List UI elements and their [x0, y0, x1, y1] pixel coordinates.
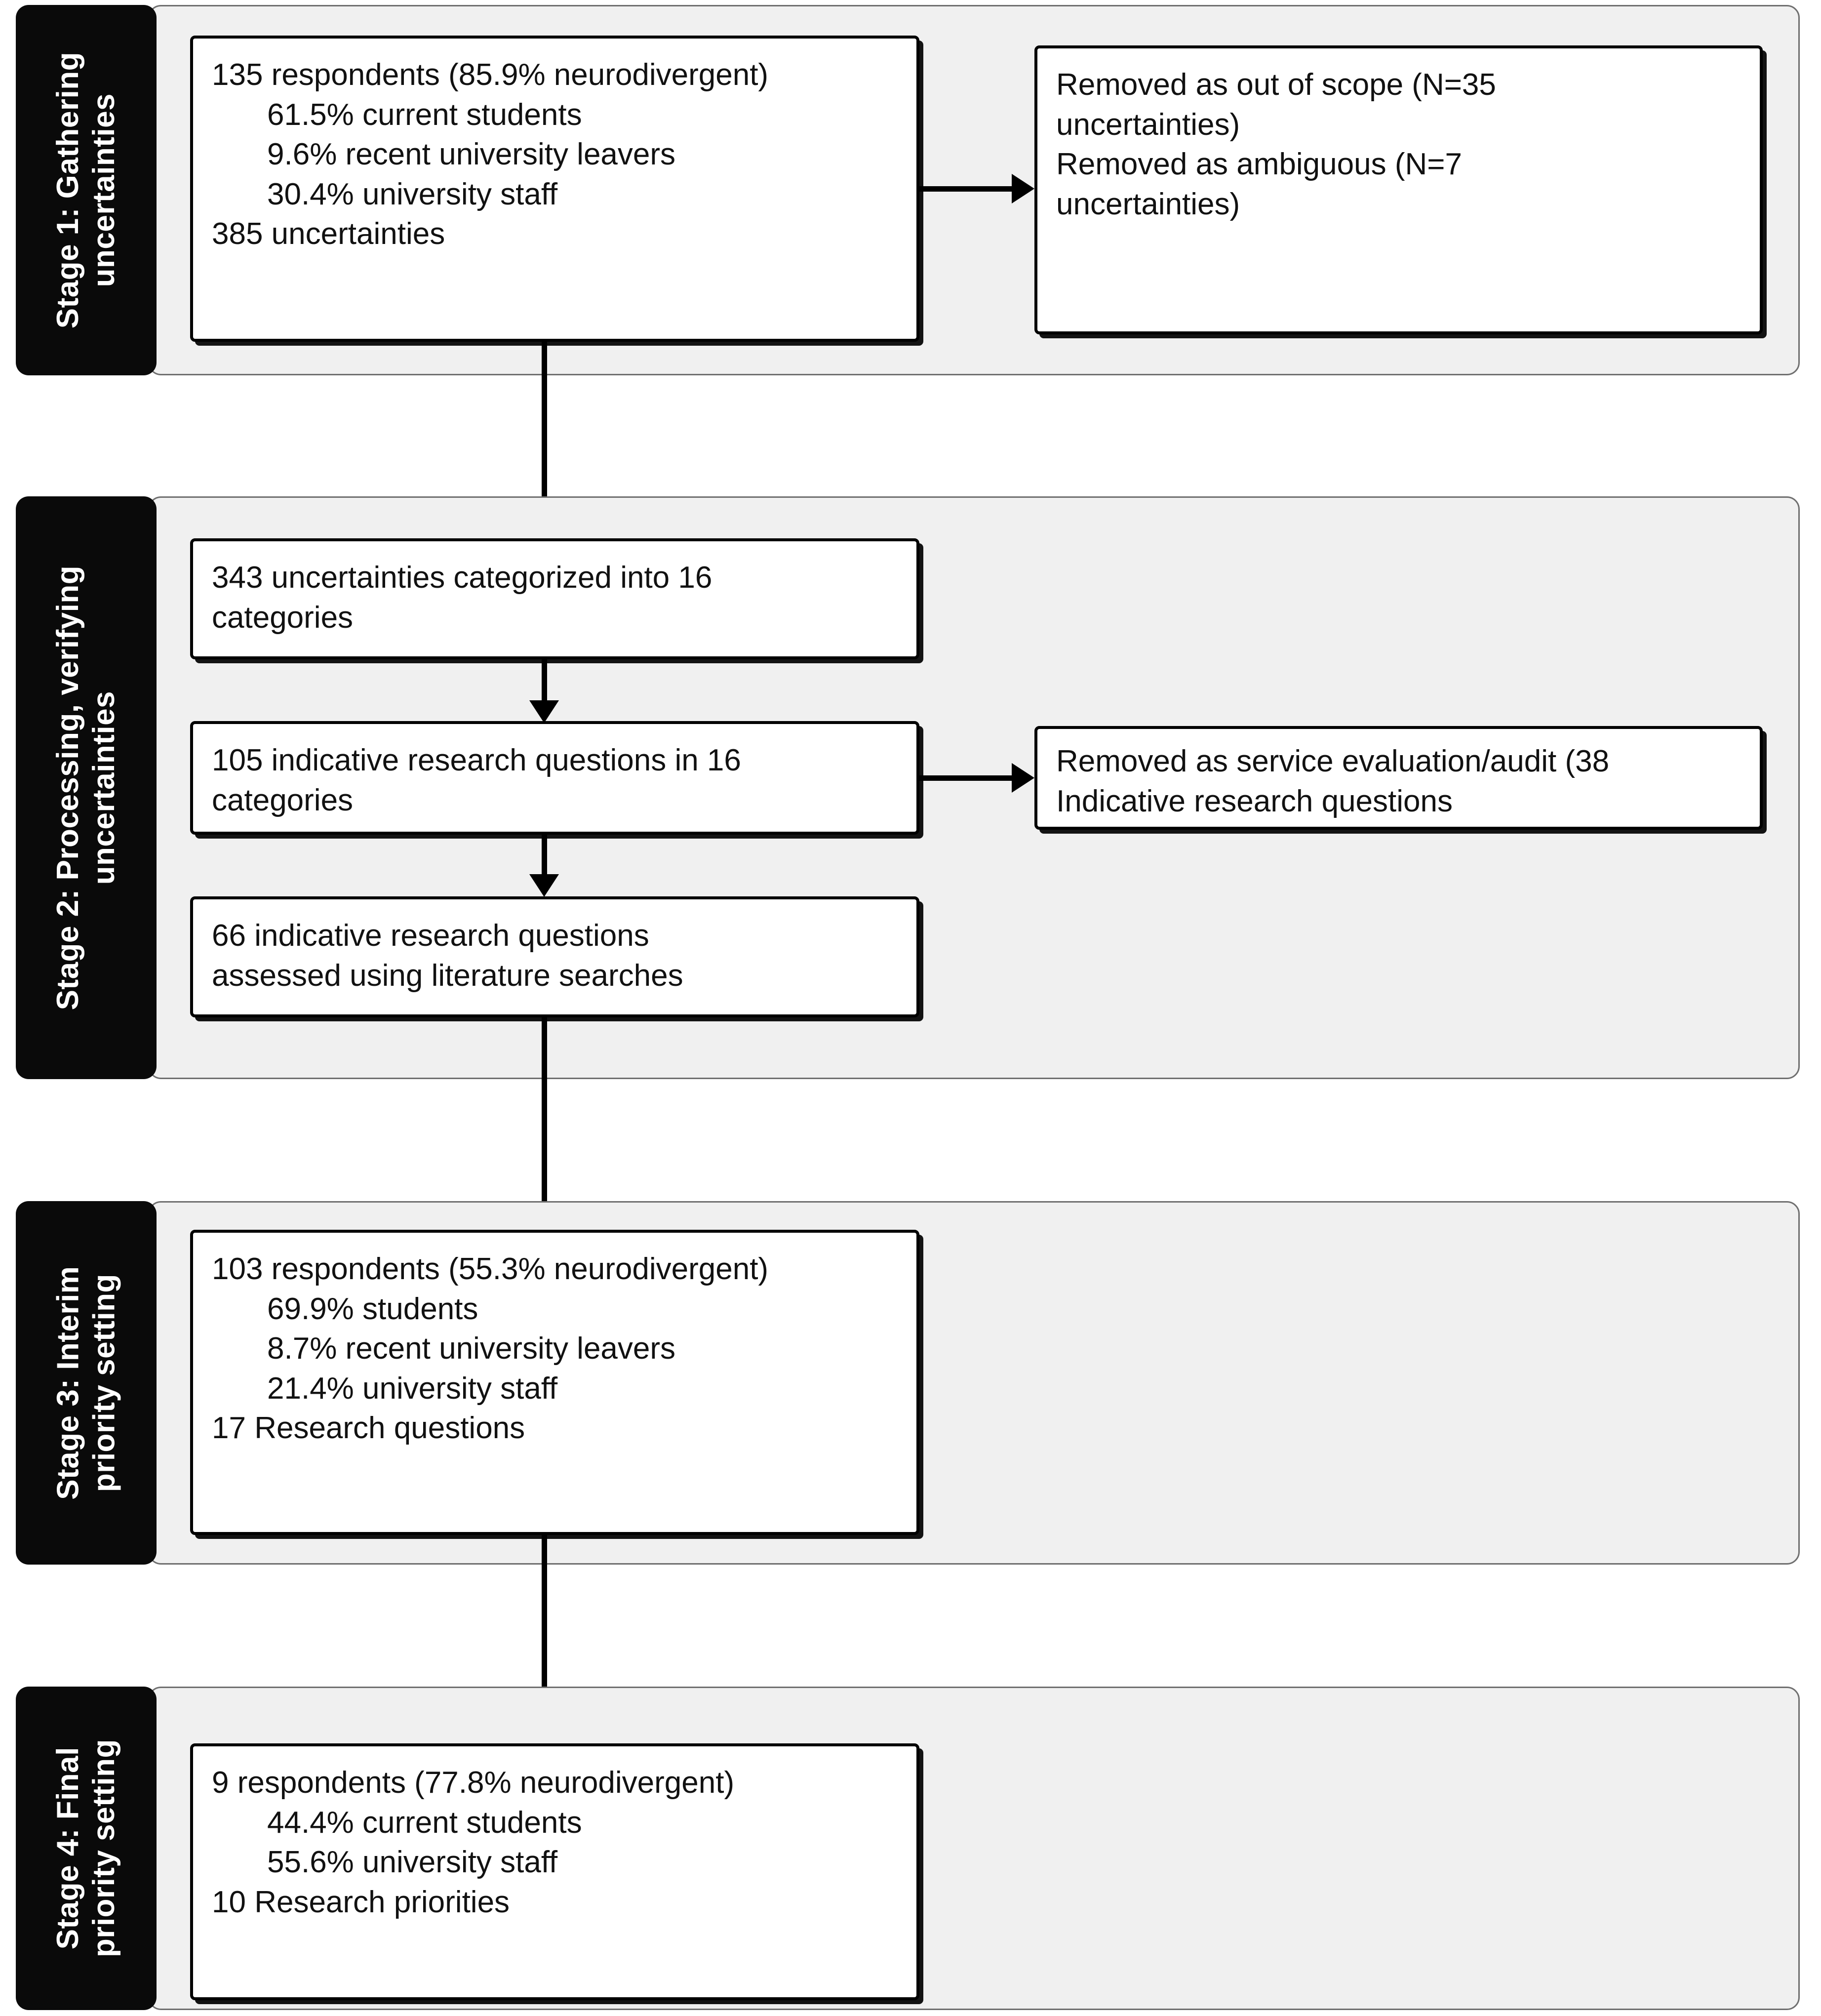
- stage2-connector-line: [919, 775, 1016, 781]
- stage-2-label-line1: Stage 2: Processing, verifying: [51, 565, 85, 1010]
- stage2-categorized-line1: 343 uncertainties categorized into 16: [212, 561, 713, 595]
- stage1-line-students: 61.5% current students: [267, 97, 582, 132]
- stage2-categorized-line2: categories: [212, 600, 354, 635]
- stage1-removed-box: Removed as out of scope (N=35 uncertaint…: [1034, 45, 1763, 334]
- stage2-connector-arrowhead: [1012, 763, 1034, 793]
- stage2-literature-line1: 66 indicative research questions: [212, 919, 649, 953]
- stage1-removed-line2: uncertainties): [1056, 107, 1240, 142]
- stage3-line-questions: 17 Research questions: [212, 1411, 525, 1446]
- stage3-line-leavers: 8.7% recent university leavers: [267, 1331, 676, 1366]
- stage4-line-respondents: 9 respondents (77.8% neurodivergent): [212, 1766, 735, 1800]
- stage-1-label-line2: uncertainties: [87, 93, 121, 287]
- stage2-box1-to-box2-line: [542, 659, 547, 716]
- stage1-line-leavers: 9.6% recent university leavers: [267, 137, 676, 172]
- stage2-box2-to-box3-line: [542, 835, 547, 890]
- stage2-categorized-box: 343 uncertainties categorized into 16 ca…: [190, 538, 919, 659]
- stage-2-label-line2: uncertainties: [87, 690, 121, 885]
- stage1-line-staff: 30.4% university staff: [267, 177, 558, 211]
- stage-3-label-line1: Stage 3: Interim: [51, 1266, 85, 1500]
- stage3-respondents-box: 103 respondents (55.3% neurodivergent) 6…: [190, 1230, 919, 1535]
- stage-4-label-line1: Stage 4: Final: [51, 1747, 85, 1950]
- stage2-removed-box: Removed as service evaluation/audit (38 …: [1034, 726, 1763, 830]
- stage2-box1-to-box2-arrowhead: [529, 700, 559, 723]
- stage2-indicative-line1: 105 indicative research questions in 16: [212, 743, 741, 777]
- stage-1-label-line1: Stage 1: Gathering: [51, 51, 85, 329]
- stage3-line-students: 69.9% students: [267, 1291, 478, 1326]
- stage1-respondents-box: 135 respondents (85.9% neurodivergent) 6…: [190, 36, 919, 342]
- stage2-indicative-line2: categories: [212, 783, 354, 817]
- stage1-removed-line1: Removed as out of scope (N=35: [1056, 68, 1496, 102]
- stage-4-label-line2: priority setting: [87, 1739, 121, 1958]
- stage1-connector-arrowhead: [1012, 174, 1034, 203]
- stage1-removed-line4: uncertainties): [1056, 187, 1240, 221]
- stage1-line-respondents: 135 respondents (85.9% neurodivergent): [212, 58, 769, 92]
- stage1-connector-line: [919, 186, 1016, 192]
- stage2-literature-line2: assessed using literature searches: [212, 958, 683, 993]
- stage4-respondents-box: 9 respondents (77.8% neurodivergent) 44.…: [190, 1743, 919, 2000]
- stage-3-label-line2: priority setting: [87, 1273, 121, 1492]
- stage4-line-staff: 55.6% university staff: [267, 1845, 558, 1880]
- stage3-line-staff: 21.4% university staff: [267, 1371, 558, 1406]
- stage2-removed-line2: Indicative research questions: [1056, 784, 1453, 818]
- stage3-to-stage4-line: [542, 1535, 547, 1745]
- stage1-removed-line3: Removed as ambiguous (N=7: [1056, 147, 1462, 182]
- stage1-to-stage2-line: [542, 342, 547, 539]
- stage2-indicative-questions-box: 105 indicative research questions in 16 …: [190, 721, 919, 835]
- stage2-box2-to-box3-arrowhead: [529, 874, 559, 897]
- stage1-line-uncertainties: 385 uncertainties: [212, 217, 445, 251]
- stage2-to-stage3-line: [542, 1017, 547, 1227]
- stage4-line-priorities: 10 Research priorities: [212, 1885, 510, 1919]
- stage2-removed-line1: Removed as service evaluation/audit (38: [1056, 744, 1610, 778]
- stage3-line-respondents: 103 respondents (55.3% neurodivergent): [212, 1252, 769, 1286]
- stage2-literature-search-box: 66 indicative research questions assesse…: [190, 896, 919, 1017]
- stage4-line-students: 44.4% current students: [267, 1805, 582, 1840]
